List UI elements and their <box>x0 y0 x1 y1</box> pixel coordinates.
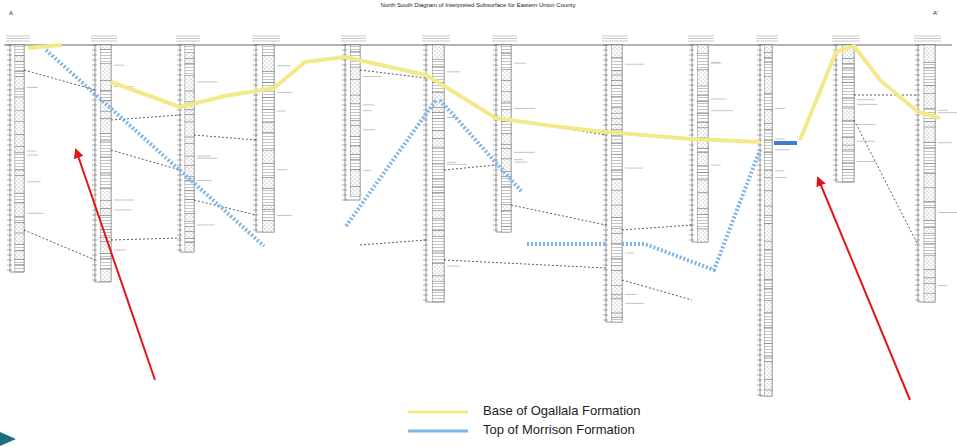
correlation-line <box>444 165 496 170</box>
correlation-line <box>622 225 692 230</box>
well-column <box>6 36 44 272</box>
morrison-line <box>527 242 605 246</box>
morrison-top-line <box>46 50 797 270</box>
callout-arrow <box>818 178 910 400</box>
datum-line <box>4 45 952 46</box>
ogallala-line <box>111 57 760 142</box>
diagram-title: North South Diagram of Interpreted Subsu… <box>381 2 576 9</box>
correlation-line <box>444 260 606 268</box>
callout-arrow <box>76 150 155 380</box>
well-column <box>252 36 292 232</box>
correlation-line <box>511 205 606 225</box>
correlation-line <box>854 120 918 245</box>
morrison-line <box>46 50 264 246</box>
correlation-line <box>111 238 180 240</box>
section-end-label: A' <box>933 10 938 17</box>
correlation-line <box>622 280 692 300</box>
morrison-line <box>774 141 797 145</box>
morrison-line <box>440 100 522 192</box>
well-column <box>756 36 790 396</box>
callout-arrows <box>76 150 910 400</box>
correlation-line <box>854 95 918 96</box>
well-logs <box>6 36 957 396</box>
well-column <box>492 36 535 232</box>
section-end-label: A <box>9 10 13 17</box>
legend-sample <box>408 411 468 414</box>
legend-text: Base of Ogallala Formation <box>483 404 641 418</box>
legend-text: Top of Morrison Formation <box>483 423 635 437</box>
morrison-line <box>622 150 760 270</box>
well-column <box>602 36 644 322</box>
slide-marker <box>0 432 16 446</box>
correlation-line <box>194 135 256 140</box>
legend-sample <box>408 430 468 433</box>
ogallala-line <box>28 45 62 48</box>
correlation-line <box>24 230 95 260</box>
morrison-line <box>346 100 436 226</box>
ogallala-base-line <box>28 45 940 142</box>
well-column <box>832 36 877 182</box>
well-column <box>91 36 134 282</box>
well-column <box>914 36 957 302</box>
correlation-line <box>360 240 426 245</box>
well-column <box>176 36 218 252</box>
ogallala-line <box>800 46 940 140</box>
